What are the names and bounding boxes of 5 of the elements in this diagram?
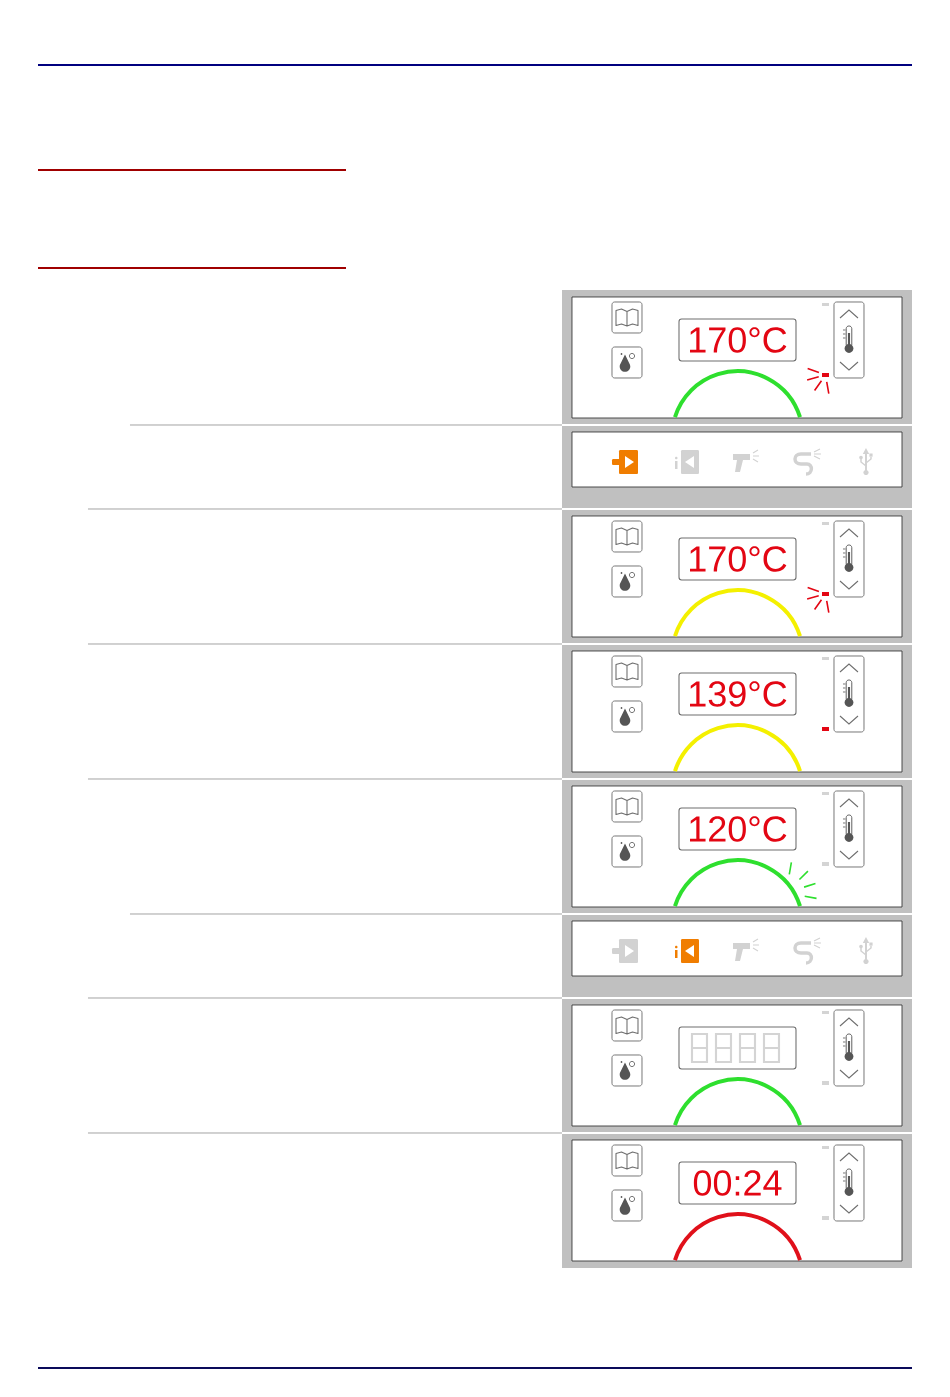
led-display: 00:24 xyxy=(678,1161,797,1205)
led-display: 139°C xyxy=(678,672,797,716)
led-display: 170°C xyxy=(678,537,797,581)
led-display: 170°C xyxy=(678,318,797,362)
led-display: 120°C xyxy=(678,807,797,851)
